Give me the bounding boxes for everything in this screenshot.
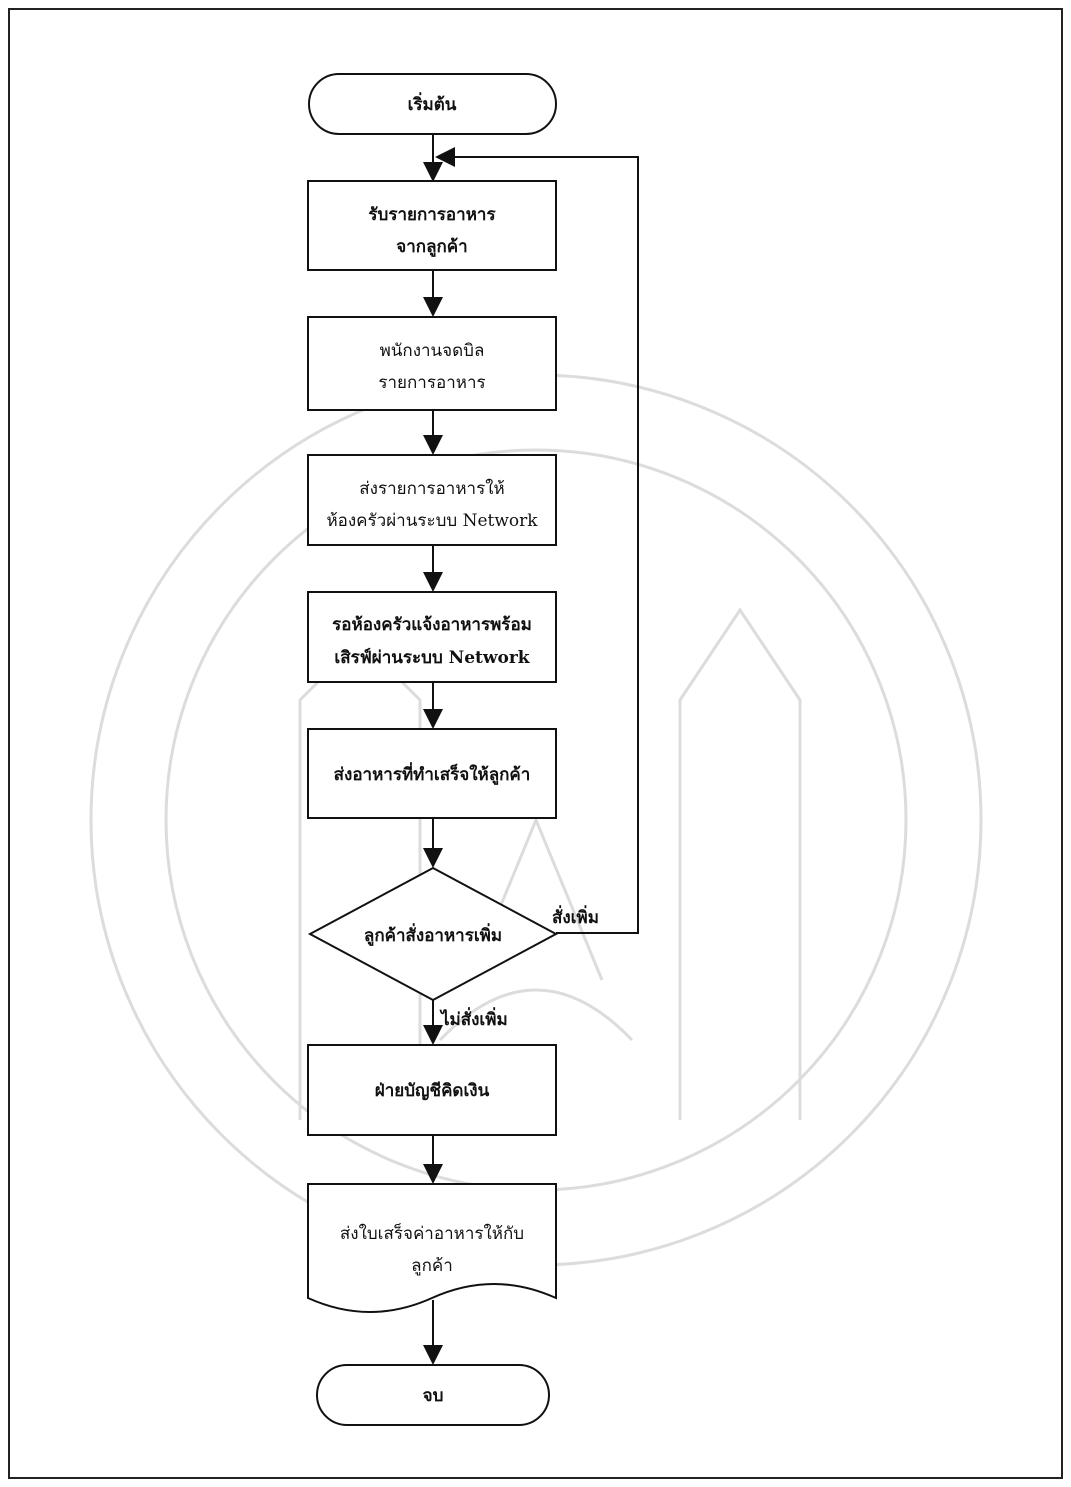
wait-kitchen-box — [307, 591, 557, 683]
receive-order-box — [307, 180, 557, 271]
end-terminal — [316, 1364, 550, 1426]
send-to-kitchen-line2: ห้องครัวผ่านระบบ Network — [326, 511, 538, 531]
end-label: จบ — [423, 1386, 444, 1406]
accounting-label: ฝ่ายบัญชีคิดเงิน — [375, 1080, 490, 1101]
start-label: เริ่มต้น — [408, 92, 457, 115]
receive-order-line2: จากลูกค้า — [396, 237, 467, 258]
write-bill-line2: รายการอาหาร — [378, 373, 485, 393]
receipt-document — [307, 1183, 557, 1313]
arrow-loop-back — [435, 147, 639, 934]
serve-food-box — [307, 728, 557, 819]
write-bill-box — [307, 316, 557, 411]
receipt-line1: ส่งใบเสร็จค่าอาหารให้กับ — [340, 1222, 524, 1244]
yes-branch-label: สั่งเพิ่ม — [552, 905, 599, 928]
wait-kitchen-line1: รอห้องครัวแจ้งอาหารพร้อม — [332, 615, 532, 635]
accounting-box — [307, 1044, 557, 1136]
write-bill-line1: พนักงานจดบิล — [380, 341, 485, 361]
start-terminal — [308, 73, 557, 135]
send-to-kitchen-line1: ส่งรายการอาหารให้ — [359, 478, 504, 499]
decision-label: ลูกค้าสั่งอาหารเพิ่ม — [364, 923, 502, 947]
decision-diamond — [307, 866, 559, 1002]
receipt-line2: ลูกค้า — [411, 1256, 453, 1276]
page-frame — [8, 8, 1063, 1479]
no-branch-label: ไม่สั่งเพิ่ม — [439, 1007, 508, 1030]
serve-food-label: ส่งอาหารที่ทำเสร็จให้ลูกค้า — [334, 762, 531, 786]
receive-order-line1: รับรายการอาหาร — [368, 205, 496, 225]
wait-kitchen-line2: เสิรฟ์ผ่านระบบ Network — [334, 647, 530, 668]
send-to-kitchen-box — [307, 454, 557, 546]
